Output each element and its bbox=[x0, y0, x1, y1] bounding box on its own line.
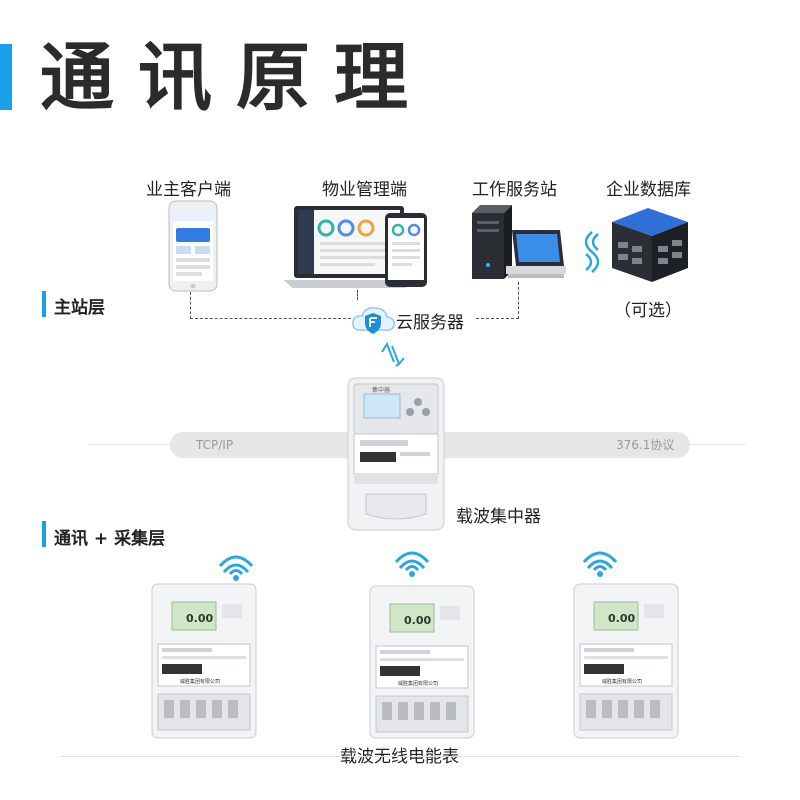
server-icon bbox=[472, 205, 512, 279]
tcp-ip-label: TCP/IP bbox=[196, 438, 234, 452]
monitor-icon bbox=[506, 230, 566, 278]
meter-brand: 威胜集团有限公司 bbox=[180, 679, 221, 685]
enterprise-db-label: 企业数据库 bbox=[606, 180, 691, 200]
optional-note: （可选） bbox=[614, 301, 682, 321]
owner-client-label: 业主客户端 bbox=[146, 180, 231, 200]
cloud-shield-icon bbox=[352, 307, 395, 334]
meter-brand: 威胜集团有限公司 bbox=[602, 679, 643, 685]
meter-reading: 0.00 bbox=[404, 614, 432, 627]
work-station-label: 工作服务站 bbox=[472, 180, 557, 200]
signal-icon bbox=[584, 231, 600, 273]
connector-property bbox=[357, 290, 358, 300]
bottom-divider bbox=[60, 756, 740, 757]
page-title: 通讯原理 bbox=[40, 35, 432, 121]
title-accent-bar bbox=[0, 44, 12, 110]
master-layer-label: 主站层 bbox=[54, 298, 105, 318]
meter-reading: 0.00 bbox=[186, 612, 214, 625]
master-layer-bar bbox=[42, 291, 46, 317]
protocol-label: 376.1协议 bbox=[616, 438, 675, 452]
meter-reading: 0.00 bbox=[608, 612, 636, 625]
electric-meter: 0.00 威胜集团有限公司 bbox=[150, 582, 258, 740]
phone-icon bbox=[168, 200, 218, 292]
concentrator-screen-title: 集中器 bbox=[372, 387, 391, 394]
connector-owner bbox=[190, 292, 351, 319]
concentrator-device: 集中器 bbox=[346, 376, 446, 532]
property-mgmt-label: 物业管理端 bbox=[322, 180, 407, 200]
tablet-icon bbox=[385, 213, 427, 287]
electric-meter: 0.00 威胜集团有限公司 bbox=[368, 584, 476, 740]
comm-layer-bar bbox=[42, 521, 46, 547]
laptop-icon bbox=[284, 206, 414, 288]
wifi-icon bbox=[218, 555, 254, 581]
database-icon bbox=[612, 208, 688, 282]
electric-meter: 0.00 威胜集团有限公司 bbox=[572, 582, 680, 740]
meter-brand: 威胜集团有限公司 bbox=[398, 681, 439, 687]
cloud-server-label: 云服务器 bbox=[396, 313, 464, 333]
double-arrow-icon bbox=[381, 341, 405, 367]
comm-layer-label: 通讯 + 采集层 bbox=[54, 529, 166, 549]
wifi-icon bbox=[394, 551, 430, 577]
connector-station bbox=[476, 282, 519, 319]
wifi-icon bbox=[582, 551, 618, 577]
meters-label: 载波无线电能表 bbox=[340, 747, 459, 767]
concentrator-label: 载波集中器 bbox=[456, 507, 541, 527]
